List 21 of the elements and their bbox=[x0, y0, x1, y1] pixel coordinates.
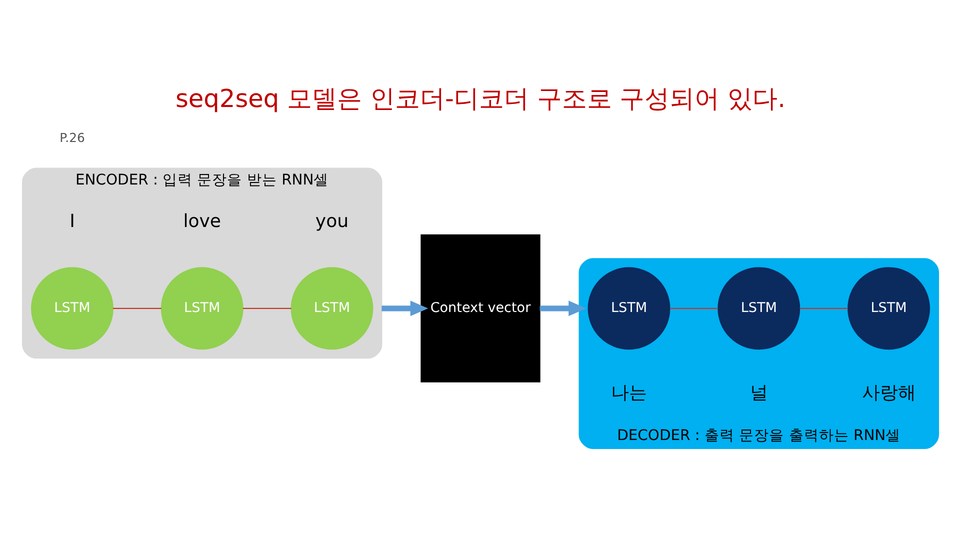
node-label: 사랑해 bbox=[861, 382, 916, 404]
diagram-title: seq2seq 모델은 인코더-디코더 구조로 구성되어 있다. bbox=[174, 84, 786, 113]
connector bbox=[242, 308, 291, 309]
node-label: love bbox=[182, 210, 221, 232]
node-label: 널 bbox=[749, 382, 768, 404]
label: P.26 bbox=[59, 130, 84, 146]
connector bbox=[669, 308, 718, 309]
arrow bbox=[381, 300, 428, 316]
node-circle: LSTM bbox=[847, 267, 930, 350]
node-label: 나는 bbox=[610, 382, 647, 404]
connector bbox=[112, 308, 161, 309]
node-label: I bbox=[69, 210, 74, 232]
node-box: Context vector bbox=[420, 234, 540, 382]
arrow bbox=[539, 300, 586, 316]
node-label: you bbox=[314, 210, 348, 232]
connector bbox=[799, 308, 848, 309]
node-circle: LSTM bbox=[30, 267, 113, 350]
node-circle: LSTM bbox=[160, 267, 243, 350]
node-circle: LSTM bbox=[290, 267, 373, 350]
node-circle: LSTM bbox=[587, 267, 670, 350]
node-circle: LSTM bbox=[717, 267, 800, 350]
